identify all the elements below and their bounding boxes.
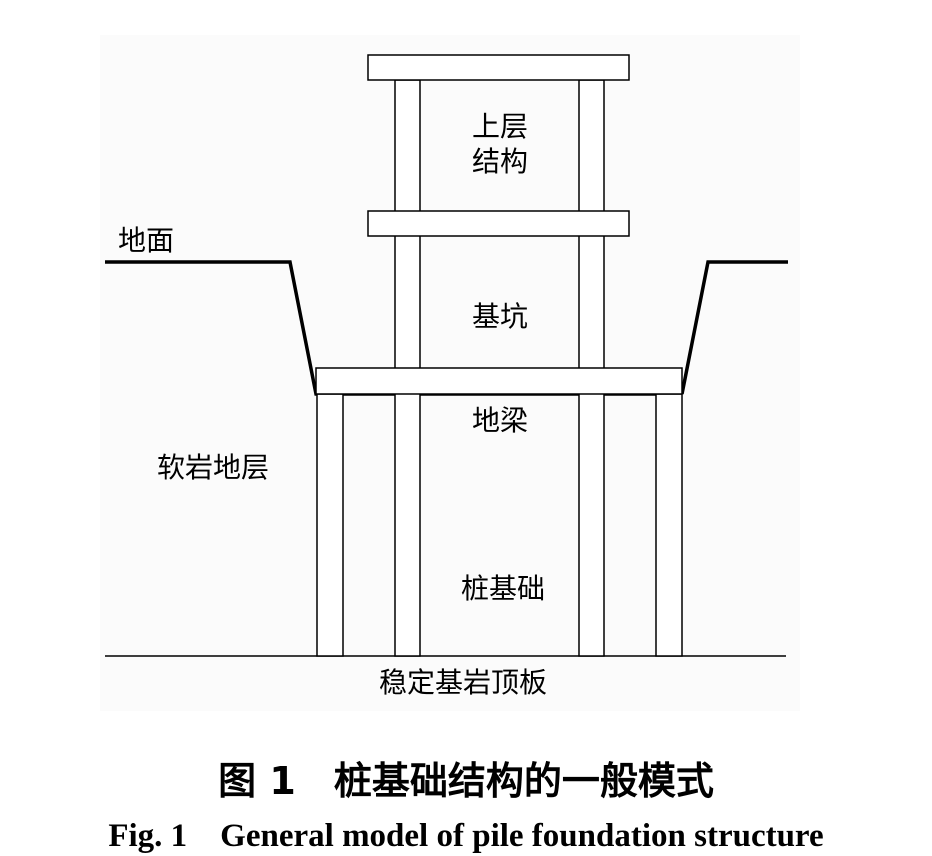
- label-upper-structure-1: 上层: [472, 110, 528, 143]
- ground-beam: [315, 367, 683, 395]
- label-foundation-pit: 基坑: [472, 300, 528, 333]
- pile-outer-right: [655, 393, 683, 657]
- label-ground: 地面: [118, 224, 174, 257]
- label-ground-beam: 地梁: [472, 404, 528, 437]
- label-pile-foundation: 桩基础: [461, 572, 545, 605]
- label-stable-bedrock-roof: 稳定基岩顶板: [379, 666, 547, 699]
- label-soft-rock-stratum: 软岩地层: [157, 451, 269, 484]
- middle-slab: [367, 210, 630, 237]
- figure-caption-english: Fig. 1 General model of pile foundation …: [108, 818, 824, 854]
- ground-surface-right: [680, 260, 788, 395]
- figure-caption-chinese: 图 1 桩基础结构的一般模式: [218, 759, 714, 803]
- pile-foundation-diagram: 上层 结构 地面 基坑 地梁 软岩地层 桩基础 稳定基岩顶板: [105, 54, 788, 699]
- pile-outer-left: [316, 393, 344, 657]
- label-upper-structure-2: 结构: [472, 145, 528, 178]
- roof-slab: [367, 54, 630, 81]
